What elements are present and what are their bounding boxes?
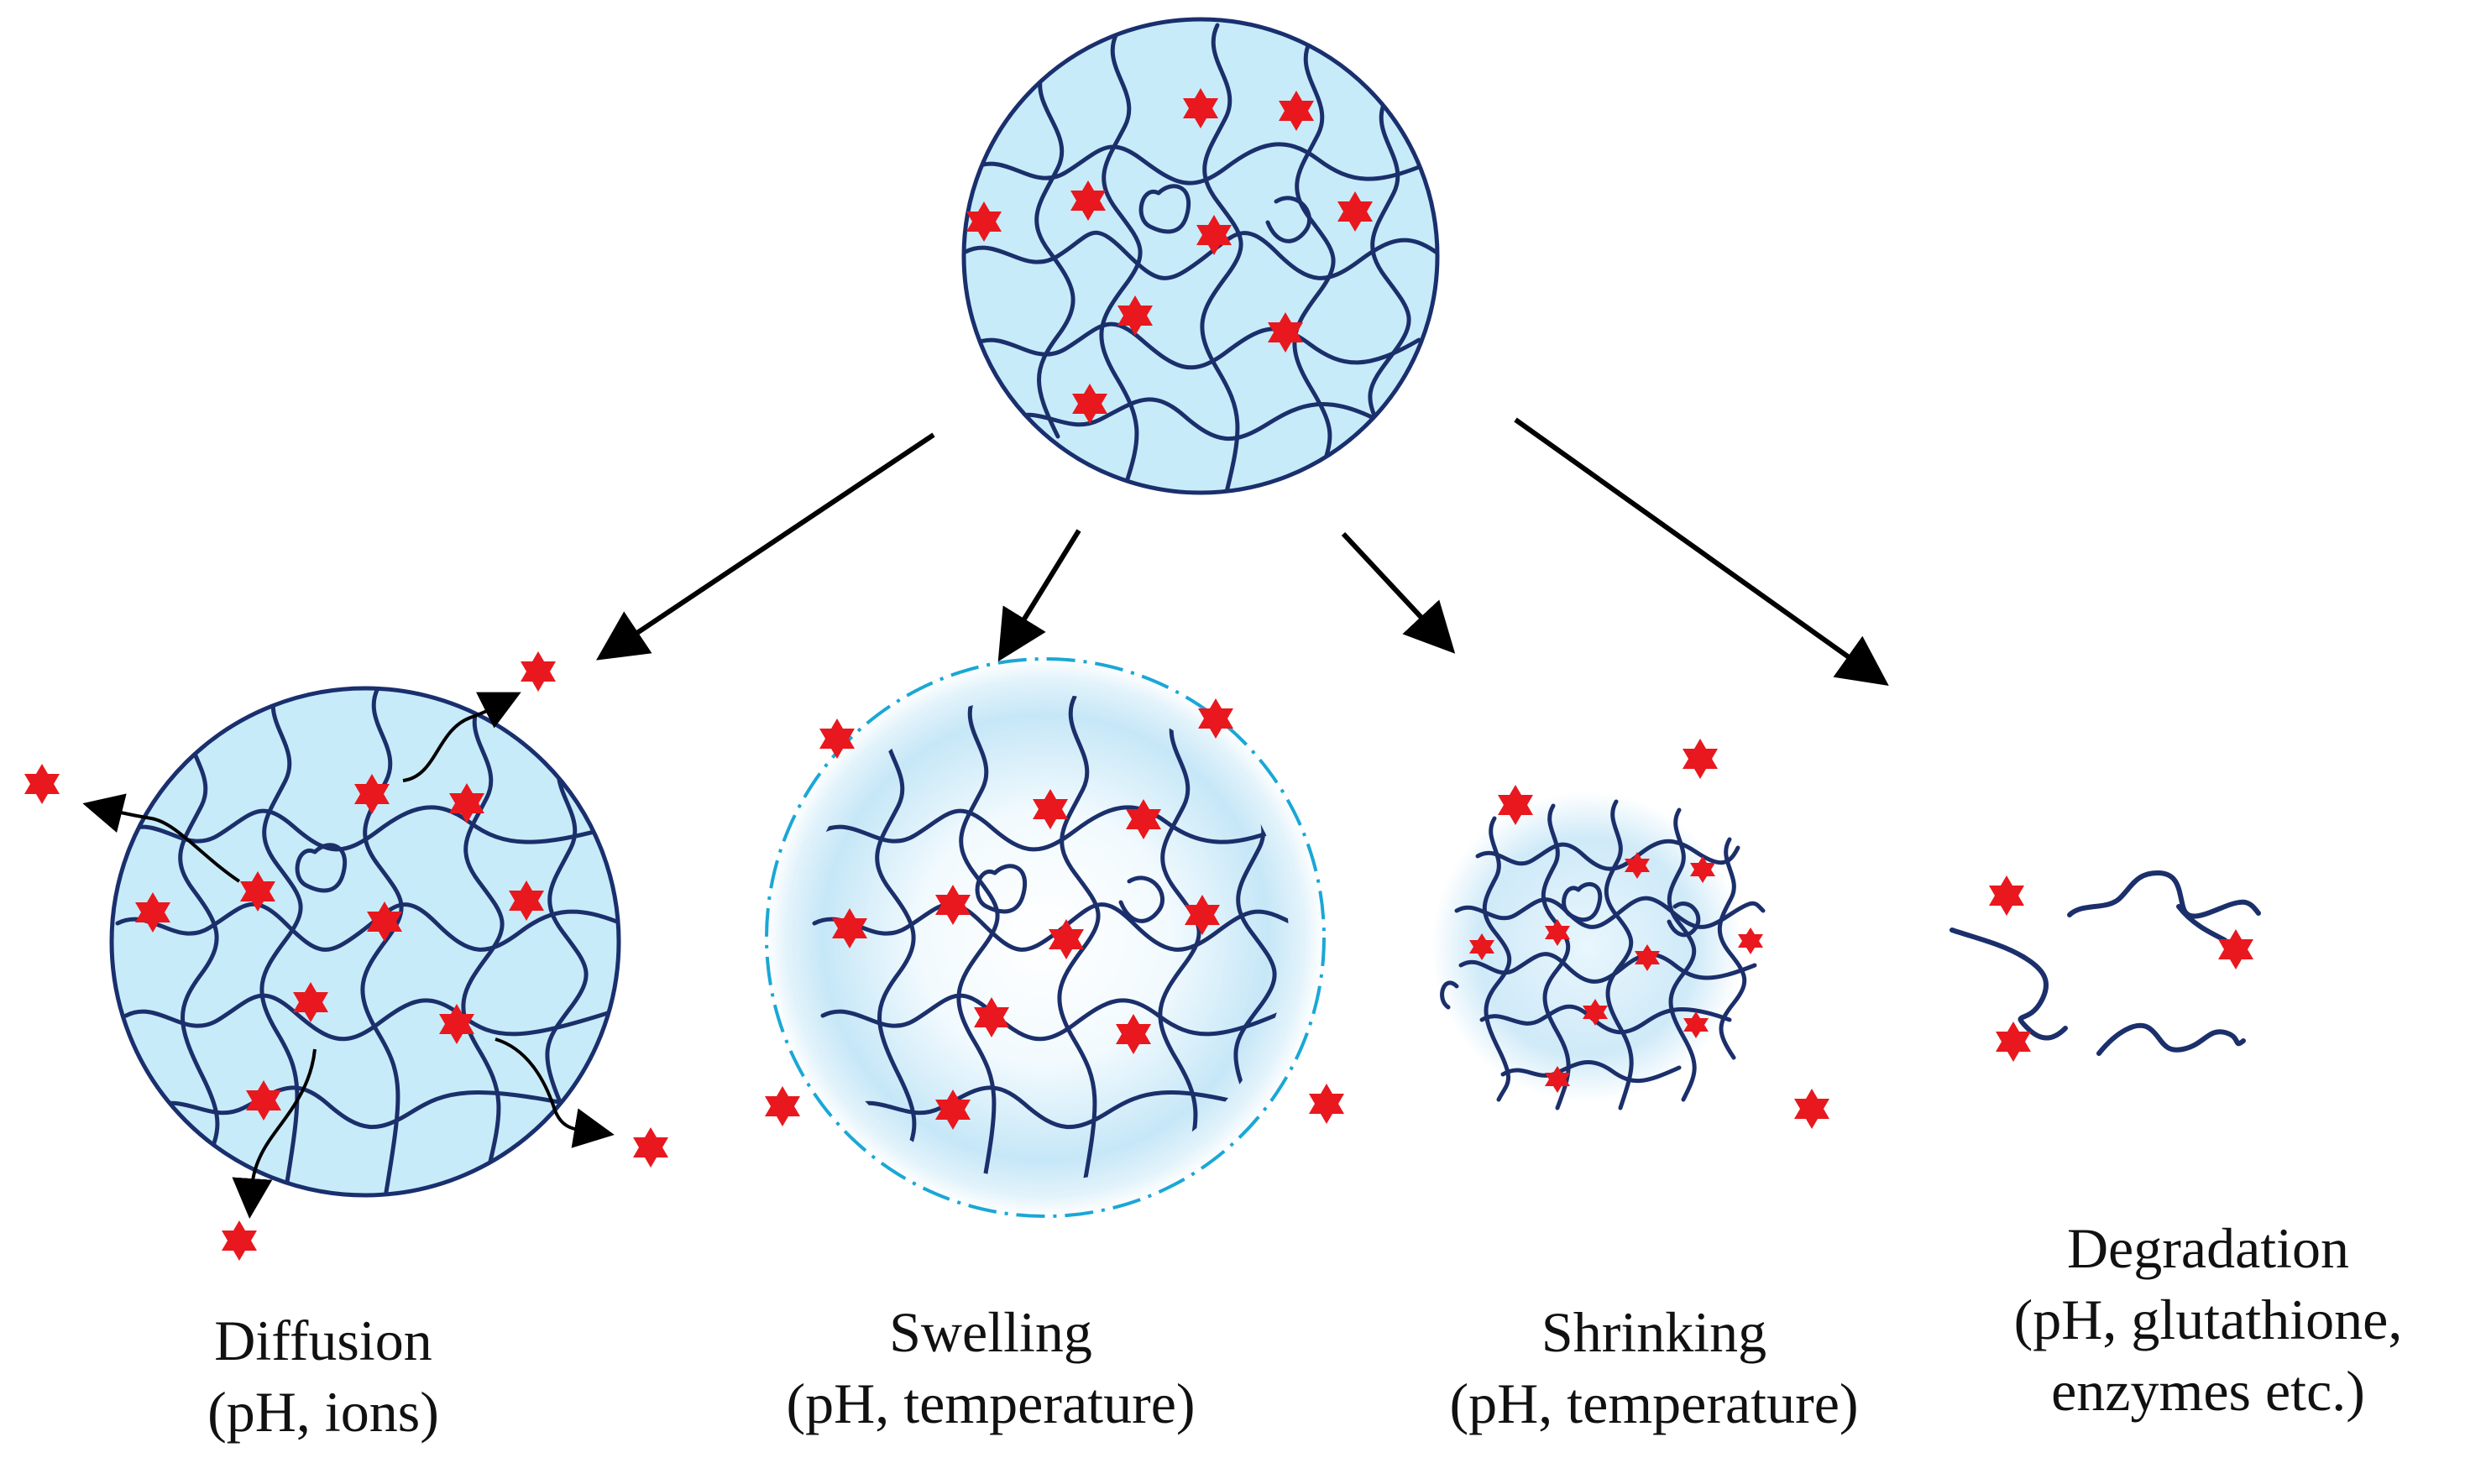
pathway-arrows: [596, 417, 1889, 686]
diffusion-hydrogel: [24, 651, 668, 1261]
release-arrow: [232, 1048, 317, 1219]
drug-star-icon: [1583, 999, 1608, 1026]
label-degradation: Degradation (pH, glutathione, enzymes et…: [1956, 1213, 2460, 1427]
label-swelling-sub: (pH, temperature): [786, 1372, 1196, 1435]
drug-star-icon: [1070, 180, 1106, 221]
drug-star-icon: [439, 1004, 474, 1044]
drug-star-icon: [1625, 852, 1650, 879]
drug-star-icon: [966, 201, 1002, 242]
drug-stars: [966, 88, 1373, 424]
release-arrow: [82, 793, 241, 883]
label-degradation-line2: (pH, glutathione,: [2013, 1288, 2403, 1351]
drug-star-icon: [1498, 785, 1533, 825]
drug-star-icon: [974, 997, 1009, 1037]
polymer-network: [964, 23, 1437, 493]
arrow-to-diffusion: [596, 432, 935, 661]
label-diffusion-title: Diffusion: [214, 1309, 432, 1372]
drug-star-icon: [1337, 191, 1373, 232]
label-diffusion-sub: (pH, ions): [207, 1380, 439, 1444]
drug-star-icon: [765, 1086, 800, 1126]
arrow-to-degradation: [1514, 417, 1889, 686]
drug-star-icon: [24, 764, 60, 804]
polymer-network: [115, 688, 619, 1194]
drug-star-icon: [135, 892, 170, 933]
drug-star-icon: [246, 1080, 281, 1121]
drug-star-icon: [1279, 91, 1314, 131]
drug-star-icon: [832, 908, 867, 948]
drug-star-icon: [1683, 739, 1718, 779]
drug-star-icon: [1996, 1022, 2031, 1062]
drug-star-icon: [521, 651, 556, 692]
drug-star-icon: [1117, 295, 1153, 336]
drug-star-icon: [633, 1127, 668, 1168]
drug-star-icon: [1309, 1084, 1344, 1124]
label-degradation-line3: enzymes etc.): [2051, 1359, 2365, 1423]
drug-star-icon: [1049, 919, 1084, 959]
swelling-boundary: [765, 657, 1326, 1218]
label-shrinking-title: Shrinking: [1541, 1300, 1767, 1364]
drug-star-icon: [1989, 875, 2024, 916]
drug-star-icon: [2218, 929, 2253, 969]
drug-star-icon: [1545, 1066, 1570, 1093]
drug-star-icon: [935, 885, 971, 925]
drug-star-icon: [367, 901, 402, 942]
release-arrow: [402, 692, 521, 782]
drug-star-icon: [240, 871, 275, 912]
drug-star-icon: [1794, 1089, 1829, 1129]
drug-star-icon: [1198, 698, 1233, 739]
drug-star-icon: [1126, 799, 1161, 839]
drug-stars: [765, 698, 1344, 1130]
shrinking-hydrogel: [1431, 739, 1829, 1129]
drug-star-icon: [1690, 856, 1715, 883]
drug-stars: [1469, 739, 1829, 1129]
drug-star-icon: [1469, 933, 1494, 960]
drug-star-icon: [354, 774, 390, 814]
drug-star-icon: [509, 880, 544, 921]
degradation-fragments: [1949, 870, 2261, 1062]
intact-hydrogel: [961, 17, 1440, 495]
drug-stars: [24, 651, 668, 1261]
drug-star-icon: [222, 1220, 257, 1261]
drug-star-icon: [293, 982, 328, 1022]
drug-star-icon: [819, 718, 855, 759]
swelling-hydrogel: [765, 657, 1344, 1218]
drug-star-icon: [935, 1089, 971, 1130]
label-swelling: Swelling (pH, temperature): [730, 1297, 1251, 1440]
drug-star-icon: [1185, 895, 1220, 935]
drug-star-icon: [1545, 919, 1570, 946]
drug-star-icon: [1683, 1011, 1709, 1038]
label-shrinking-sub: (pH, temperature): [1449, 1372, 1859, 1435]
label-diffusion: Diffusion (pH, ions): [126, 1305, 521, 1448]
release-arrows: [82, 692, 615, 1219]
drug-star-icon: [449, 783, 484, 823]
drug-stars: [1989, 875, 2253, 1062]
drug-star-icon: [1268, 312, 1303, 353]
release-arrow: [495, 1037, 615, 1148]
label-shrinking: Shrinking (pH, temperature): [1394, 1297, 1914, 1440]
drug-star-icon: [1635, 944, 1660, 971]
drug-star-icon: [1196, 215, 1232, 255]
drug-star-icon: [1183, 88, 1218, 128]
arrow-to-swelling: [997, 529, 1081, 662]
drug-star-icon: [1072, 384, 1107, 424]
label-degradation-title: Degradation: [2066, 1216, 2350, 1280]
label-swelling-title: Swelling: [889, 1300, 1092, 1364]
drug-star-icon: [1033, 789, 1068, 829]
arrow-to-shrinking: [1341, 531, 1456, 654]
drug-star-icon: [1116, 1014, 1151, 1054]
drug-star-icon: [1738, 928, 1763, 954]
polymer-network: [1440, 799, 1766, 1110]
polymer-fragments: [1949, 870, 2261, 1056]
